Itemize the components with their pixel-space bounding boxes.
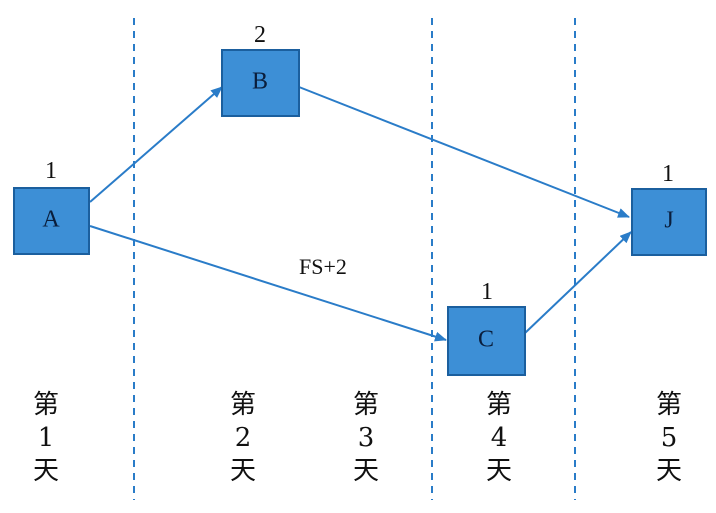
day-label-4-tian: 天	[486, 456, 512, 486]
day-label-1: 第 1 天	[33, 390, 59, 486]
day-label-5-tian: 天	[656, 456, 682, 486]
day-dividers	[133, 18, 576, 500]
edge-a-to-b	[89, 86, 223, 203]
day-label-1-num: 1	[38, 423, 55, 453]
day-label-2: 第 2 天	[230, 390, 256, 486]
node-b: B 2	[221, 22, 300, 117]
node-b-duration: 2	[254, 22, 266, 48]
day-label-3-num: 3	[358, 423, 375, 453]
node-a-duration: 1	[45, 158, 57, 184]
node-j-label: J	[664, 208, 673, 234]
node-c-box	[447, 306, 526, 376]
node-c-duration: 1	[481, 279, 493, 305]
edge-a-to-c	[89, 225, 447, 342]
node-j-duration: 1	[662, 161, 674, 187]
day-label-1-di: 第	[33, 390, 59, 420]
node-c-label: C	[478, 327, 494, 353]
node-c: C 1	[447, 279, 526, 376]
day-label-5-di: 第	[656, 390, 682, 420]
node-b-label: B	[252, 69, 268, 95]
node-j-box	[631, 188, 707, 256]
node-a-box	[13, 187, 90, 255]
edge-b-to-j	[298, 86, 630, 218]
day-label-4-di: 第	[486, 390, 512, 420]
edge-c-to-j	[524, 231, 632, 334]
node-a: A 1	[13, 158, 90, 255]
day-label-3-di: 第	[353, 390, 379, 420]
day-label-2-num: 2	[235, 423, 252, 453]
day-label-2-tian: 天	[230, 456, 256, 486]
edge-label-a-to-c: FS+2	[299, 254, 347, 279]
day-label-1-tian: 天	[33, 456, 59, 486]
node-a-label: A	[42, 207, 60, 233]
day-label-3-tian: 天	[353, 456, 379, 486]
day-label-4-num: 4	[491, 423, 508, 453]
day-label-5: 第 5 天	[656, 390, 682, 486]
node-j: J 1	[631, 161, 707, 256]
edges	[89, 86, 632, 342]
day-label-5-num: 5	[661, 423, 678, 453]
day-label-3: 第 3 天	[353, 390, 379, 486]
day-label-4: 第 4 天	[486, 390, 512, 486]
node-b-box	[221, 49, 300, 117]
day-label-2-di: 第	[230, 390, 256, 420]
